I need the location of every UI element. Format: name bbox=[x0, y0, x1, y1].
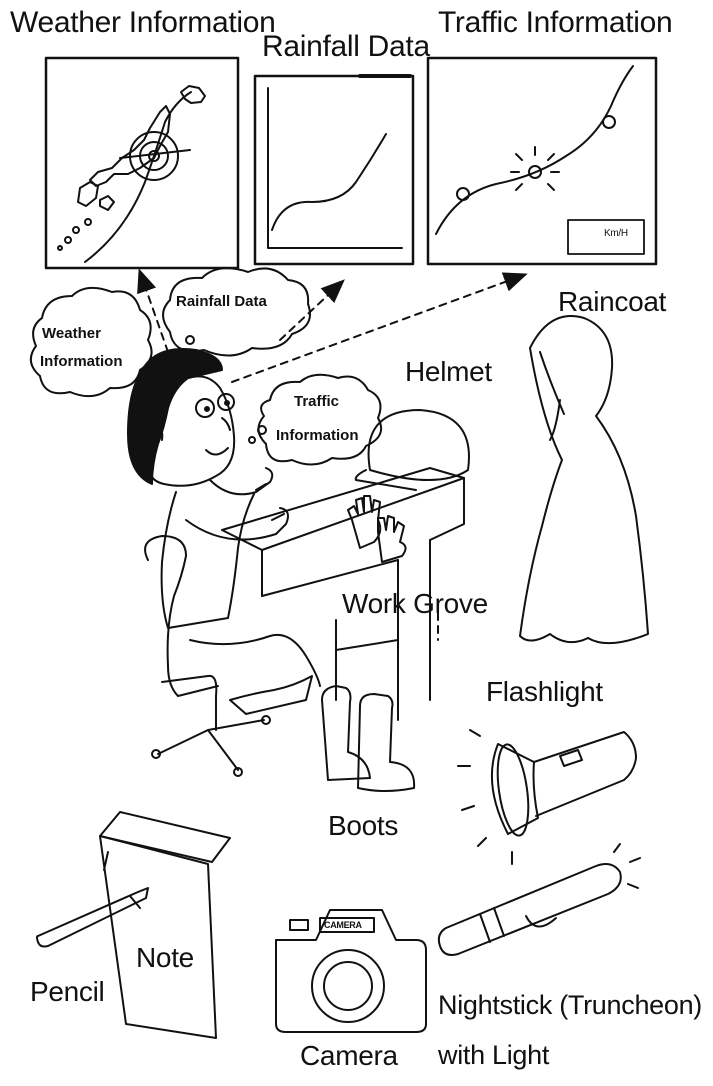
boots-drawing bbox=[322, 686, 414, 791]
flashlight-drawing bbox=[458, 730, 636, 864]
nightstick-drawing bbox=[439, 844, 640, 955]
note-drawing bbox=[100, 812, 230, 1038]
weather-bubble-line-1: Weather bbox=[42, 324, 101, 343]
pencil-drawing bbox=[37, 888, 148, 947]
helmet-drawing bbox=[356, 410, 469, 490]
traffic-bubble-line-2: Information bbox=[276, 426, 359, 445]
traffic-bubble-line-1: Traffic bbox=[294, 392, 339, 411]
weather-bubble-line-2: Information bbox=[40, 352, 123, 371]
note-label: Note bbox=[136, 942, 194, 974]
work-grove-label: Work Grove bbox=[342, 588, 488, 620]
rainfall-data-panel bbox=[255, 76, 413, 264]
camera-label: Camera bbox=[300, 1040, 398, 1072]
camera-badge-text: CAMERA bbox=[324, 920, 362, 930]
helmet-label: Helmet bbox=[405, 356, 492, 388]
speed-unit-label: Km/H bbox=[604, 228, 628, 239]
boy-character bbox=[128, 349, 320, 776]
rainfall-panel-title: Rainfall Data bbox=[262, 30, 430, 64]
raincoat-label: Raincoat bbox=[558, 286, 666, 318]
rainfall-bubble bbox=[163, 268, 310, 355]
nightstick-label-line-1: Nightstick (Truncheon) bbox=[438, 990, 702, 1021]
weather-panel-title: Weather Information bbox=[10, 6, 276, 40]
work-gloves-drawing bbox=[348, 496, 406, 562]
rainfall-bubble-text: Rainfall Data bbox=[176, 292, 267, 311]
flashlight-label: Flashlight bbox=[486, 676, 603, 708]
gaze-arrows bbox=[140, 272, 524, 640]
weather-information-panel bbox=[46, 58, 238, 268]
nightstick-label-line-2: with Light bbox=[438, 1040, 549, 1071]
traffic-bubble bbox=[249, 375, 381, 465]
raincoat-drawing bbox=[520, 316, 648, 643]
traffic-panel-title: Traffic Information bbox=[438, 6, 672, 40]
pencil-label: Pencil bbox=[30, 976, 104, 1008]
boots-label: Boots bbox=[328, 810, 398, 842]
